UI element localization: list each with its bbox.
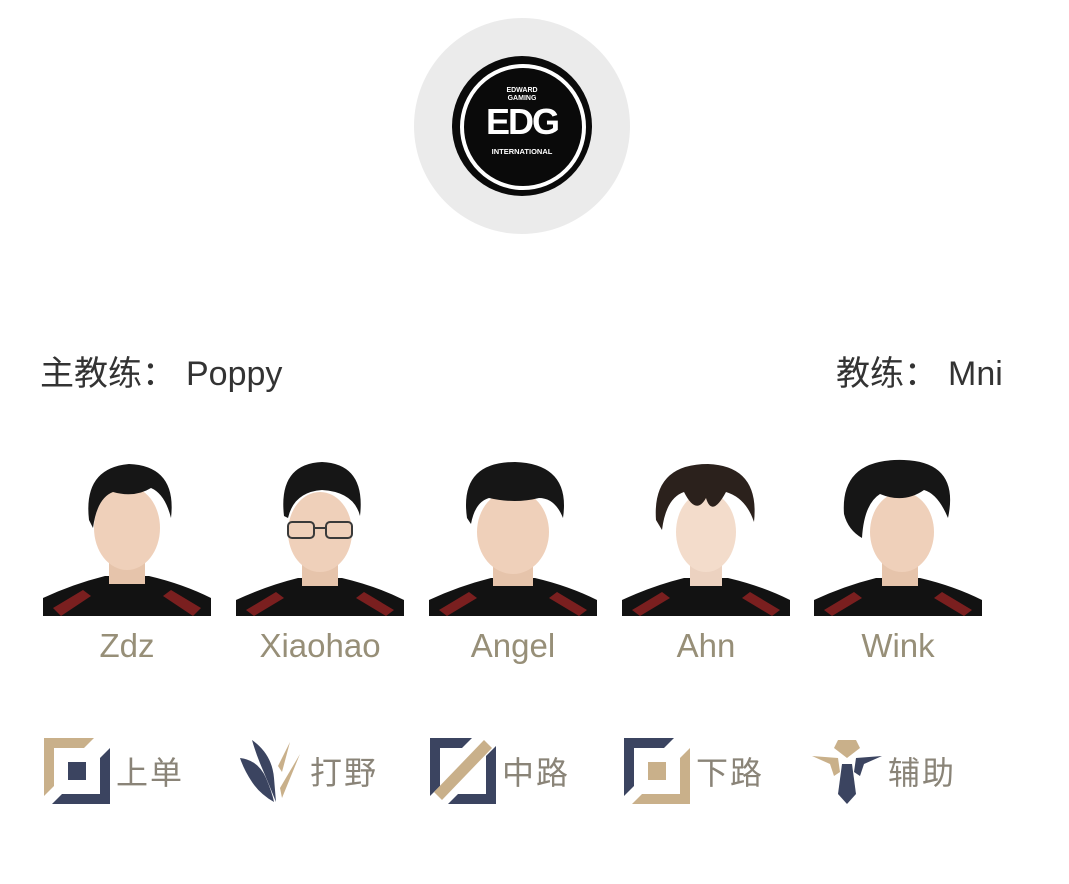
role-bot: 下路 bbox=[624, 738, 764, 804]
player-photo-wink bbox=[814, 458, 982, 616]
player-card-zdz[interactable]: Zdz bbox=[43, 458, 211, 664]
head-coach-label: 主教练： bbox=[40, 354, 176, 394]
player-name: Ahn bbox=[676, 627, 736, 664]
player-photo-zdz bbox=[43, 458, 211, 616]
role-mid: 中路 bbox=[430, 738, 570, 804]
player-card-wink[interactable]: Wink bbox=[814, 458, 982, 664]
coach: 教练： Mni bbox=[836, 352, 1003, 396]
head-coach: 主教练： Poppy bbox=[40, 352, 282, 396]
player-name: Xiaohao bbox=[259, 627, 381, 664]
logo-bottom-text: INTERNATIONAL bbox=[491, 147, 553, 156]
player-name: Angel bbox=[470, 627, 556, 664]
coach-label: 教练： bbox=[836, 354, 938, 394]
player-photo-ahn bbox=[622, 458, 790, 616]
head-coach-name: Poppy bbox=[186, 355, 283, 393]
support-icon bbox=[812, 738, 882, 804]
logo-top-text: EDWARD GAMING bbox=[506, 87, 538, 102]
player-name: Wink bbox=[861, 627, 935, 664]
bot-lane-icon bbox=[624, 738, 690, 804]
logo-ring bbox=[460, 64, 586, 190]
player-card-xiaohao[interactable]: Xiaohao bbox=[236, 458, 404, 664]
top-lane-icon bbox=[44, 738, 110, 804]
role-label: 下路 bbox=[696, 754, 765, 792]
role-label: 打野 bbox=[310, 754, 379, 792]
role-support: 辅助 bbox=[812, 738, 956, 804]
coach-name: Mni bbox=[948, 355, 1003, 393]
role-top: 上单 bbox=[44, 738, 184, 804]
player-name: Zdz bbox=[99, 627, 155, 664]
role-jungle: 打野 bbox=[238, 738, 378, 804]
player-photo-xiaohao bbox=[236, 458, 404, 616]
role-label: 中路 bbox=[502, 754, 571, 792]
mid-lane-icon bbox=[430, 738, 496, 804]
role-label: 上单 bbox=[116, 754, 185, 792]
team-logo-container: EDWARD GAMING EDG INTERNATIONAL bbox=[414, 18, 630, 234]
role-label: 辅助 bbox=[888, 754, 957, 792]
player-photo-angel bbox=[429, 458, 597, 616]
edg-team-logo: EDWARD GAMING EDG INTERNATIONAL bbox=[452, 56, 592, 196]
player-card-ahn[interactable]: Ahn bbox=[622, 458, 790, 664]
player-card-angel[interactable]: Angel bbox=[429, 458, 597, 664]
jungle-icon bbox=[238, 738, 304, 804]
logo-main-text: EDG bbox=[485, 101, 560, 142]
